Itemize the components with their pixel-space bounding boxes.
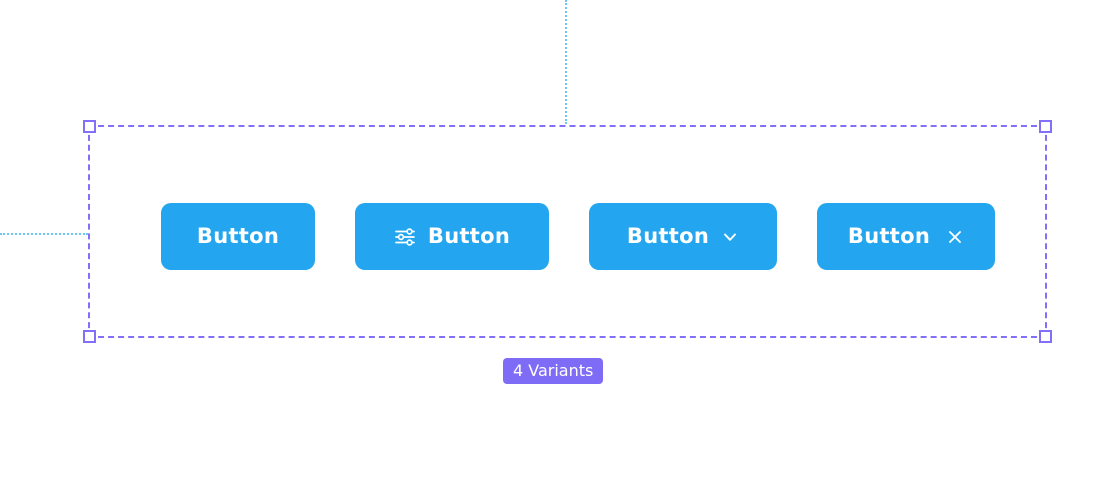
- variant-button-with-leading-icon[interactable]: Button: [355, 203, 549, 270]
- resize-handle-bottom-right[interactable]: [1039, 330, 1052, 343]
- chevron-down-icon: [721, 228, 739, 246]
- button-label: Button: [847, 224, 931, 248]
- variant-button-dropdown[interactable]: Button: [589, 203, 777, 270]
- horizontal-alignment-guide: [0, 233, 88, 235]
- resize-handle-top-left[interactable]: [83, 120, 96, 133]
- close-icon: [946, 228, 964, 246]
- button-label: Button: [626, 224, 710, 248]
- button-label: Button: [427, 224, 511, 248]
- variants-count-badge[interactable]: 4 Variants: [503, 358, 604, 384]
- variant-button-default[interactable]: Button: [161, 203, 315, 270]
- variant-button-dismissible[interactable]: Button: [817, 203, 995, 270]
- resize-handle-top-right[interactable]: [1039, 120, 1052, 133]
- variant-row: Button Button Button: [161, 203, 995, 270]
- sliders-icon: [394, 226, 416, 248]
- button-label: Button: [196, 224, 280, 248]
- resize-handle-bottom-left[interactable]: [83, 330, 96, 343]
- button-component-set-frame[interactable]: Button Button Button: [83, 120, 1052, 343]
- vertical-alignment-guide: [565, 0, 567, 124]
